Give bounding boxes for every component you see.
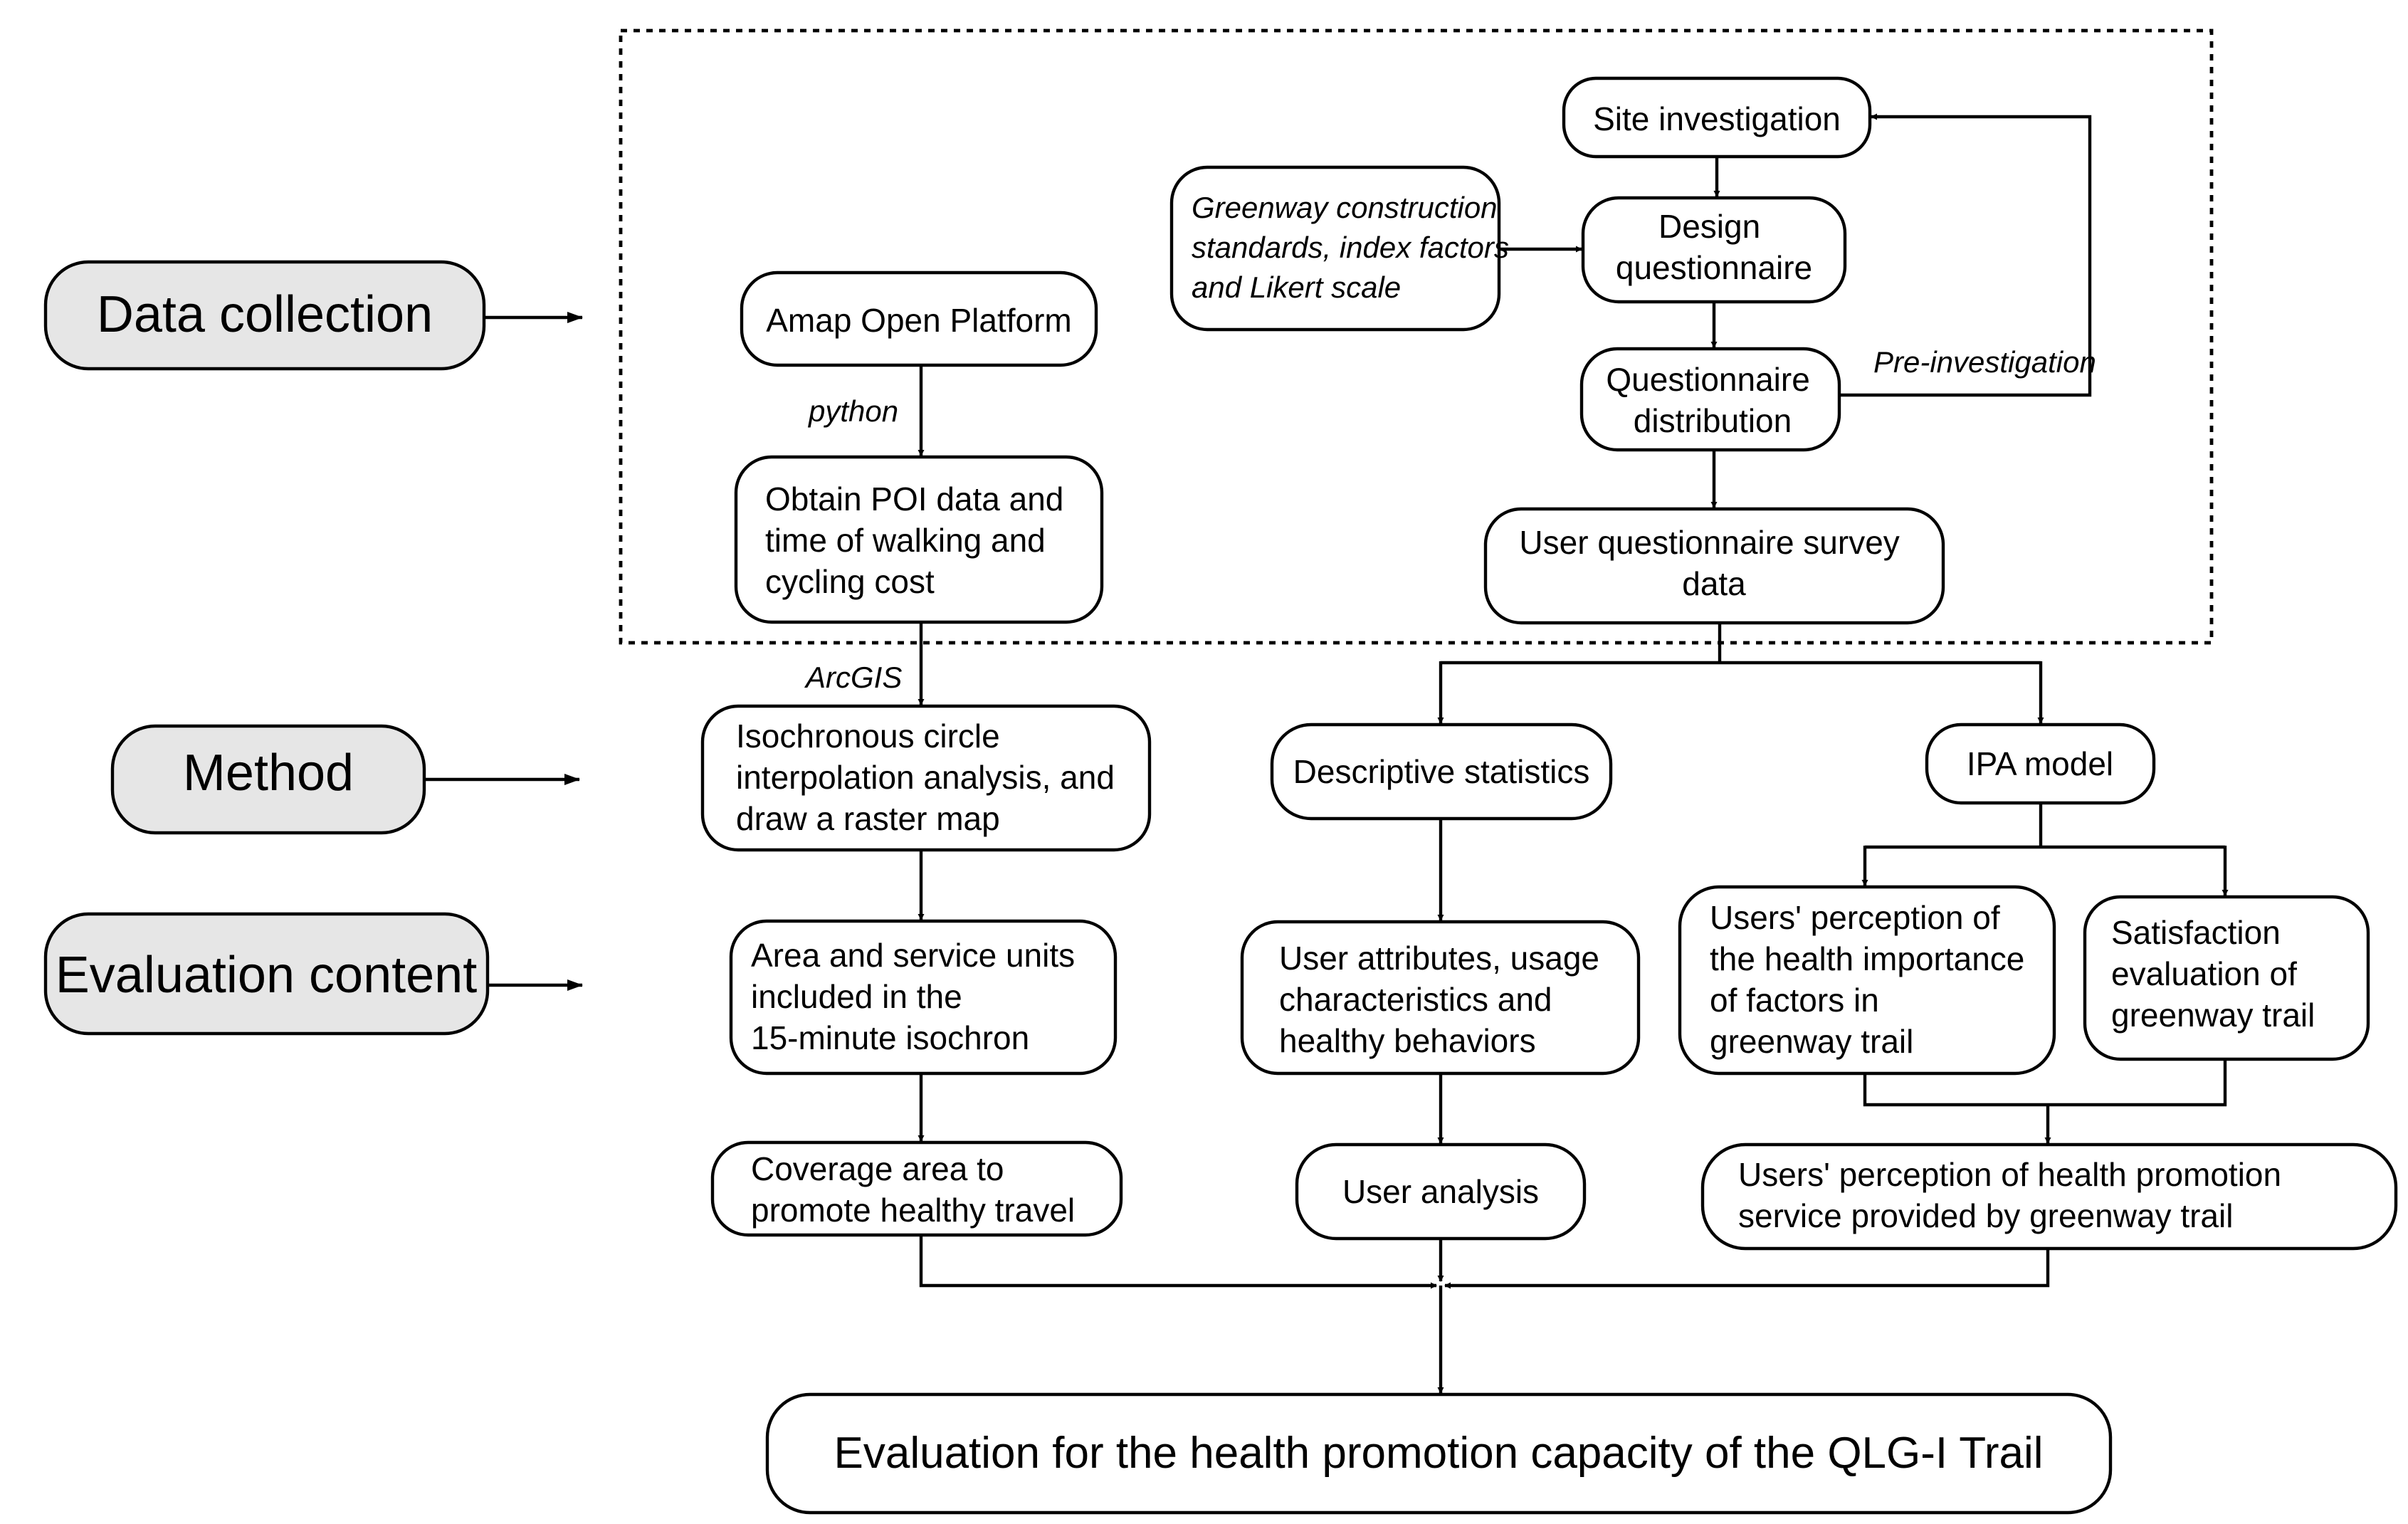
node-greenway-standards-line-1: Greenway construction: [1192, 191, 1498, 224]
node-site-investigation: Site investigation: [1562, 76, 1872, 159]
node-area-service-line-3: 15-minute isochron: [751, 1019, 1029, 1056]
node-descriptive-statistics-line-1: Descriptive statistics: [1293, 753, 1590, 790]
node-user-survey-data-line-1: User questionnaire survey: [1519, 524, 1899, 561]
category-evaluation-content-label: Evaluation content: [56, 947, 477, 1004]
node-isochronous-line-1: Isochronous circle: [736, 718, 1000, 755]
node-design-questionnaire-line-1: Design: [1658, 208, 1760, 245]
edge-coverage-to-junction: [919, 1235, 1437, 1289]
node-obtain-poi-data: Obtain POI data and time of walking and …: [734, 455, 1104, 624]
svg-text:Questionnaire distributi: Questionnaire distribution: [1606, 361, 1819, 439]
edge-label-pre-investigation: Pre-investigation: [1873, 345, 2096, 379]
node-user-analysis-line-1: User analysis: [1342, 1173, 1539, 1210]
edge-pre-investigation-loop: [1839, 113, 2092, 397]
category-evaluation-content: Evaluation content: [43, 912, 490, 1036]
node-final-line-1: Evaluation for the health promotion capa…: [834, 1429, 2043, 1478]
category-method: Method: [110, 724, 426, 835]
node-perception-service-line-2: service provided by greenway trail: [1738, 1197, 2233, 1234]
node-questionnaire-distribution: Questionnaire distribution: [1579, 347, 1841, 452]
svg-text:Users' perception of the: Users' perception of the health importan…: [1710, 899, 2034, 1060]
svg-text:Area and service units i: Area and service units included in the 1…: [751, 937, 1084, 1056]
svg-text:Isochronous circle inter: Isochronous circle interpolation analysi…: [736, 718, 1124, 837]
node-isochronous-line-2: interpolation analysis, and: [736, 759, 1115, 796]
node-design-questionnaire-line-2: questionnaire: [1616, 249, 1812, 286]
node-user-survey-data: User questionnaire survey data: [1483, 507, 1945, 625]
node-site-investigation-line-1: Site investigation: [1593, 100, 1841, 137]
svg-text:Users' perception of health pr: Users' perception of health promotion se…: [1738, 1156, 2291, 1234]
data-collection-region: [619, 28, 2214, 645]
node-ipa-model: IPA model: [1925, 722, 2156, 805]
node-users-perception-importance: Users' perception of the health importan…: [1678, 885, 2056, 1076]
node-perception-importance-line-4: greenway trail: [1710, 1023, 1913, 1060]
node-satisfaction-line-1: Satisfaction: [2111, 914, 2281, 951]
svg-text:Satisfaction evaluation: Satisfaction evaluation of greenway trai…: [2111, 914, 2315, 1034]
node-user-attributes-line-2: characteristics and: [1279, 981, 1552, 1018]
node-ipa-model-line-1: IPA model: [1967, 745, 2113, 782]
node-coverage-line-2: promote healthy travel: [751, 1192, 1075, 1229]
node-area-service-line-1: Area and service units: [751, 937, 1075, 974]
node-area-service-line-2: included in the: [751, 978, 962, 1015]
node-final-evaluation: Evaluation for the health promotion capa…: [765, 1392, 2113, 1515]
node-user-analysis: User analysis: [1295, 1142, 1587, 1241]
category-method-label: Method: [183, 745, 354, 802]
node-questionnaire-distribution-line-1: Questionnaire: [1606, 361, 1809, 398]
node-descriptive-statistics: Descriptive statistics: [1270, 722, 1613, 821]
svg-text:Design questionnaire: Design questionnaire: [1616, 208, 1812, 286]
node-coverage-area: Coverage area to promote healthy travel: [710, 1140, 1123, 1237]
node-greenway-standards: Greenway construction standards, index f…: [1169, 165, 1518, 332]
node-area-service-units: Area and service units included in the 1…: [729, 919, 1118, 1076]
node-users-perception-service: Users' perception of health promotion se…: [1700, 1142, 2398, 1251]
node-perception-importance-line-2: the health importance: [1710, 940, 2024, 977]
node-isochronous-line-3: draw a raster map: [736, 800, 1000, 837]
node-amap-open-platform: Amap Open Platform: [740, 270, 1098, 367]
node-isochronous-circle: Isochronous circle interpolation analysi…: [700, 704, 1152, 852]
edge-label-python: python: [807, 394, 898, 428]
svg-text:Obtain POI data and time: Obtain POI data and time of walking and …: [765, 480, 1073, 600]
node-coverage-line-1: Coverage area to: [751, 1150, 1004, 1187]
node-satisfaction-line-3: greenway trail: [2111, 997, 2315, 1034]
svg-text:Coverage area to promote: Coverage area to promote healthy travel: [751, 1150, 1075, 1229]
node-greenway-standards-line-3: and Likert scale: [1192, 270, 1401, 304]
node-greenway-standards-line-2: standards, index factors: [1192, 231, 1509, 264]
node-perception-importance-line-3: of factors in: [1710, 982, 1879, 1019]
category-data-collection: Data collection: [43, 260, 486, 371]
edge-merge-bar: [1863, 1059, 2227, 1107]
node-obtain-poi-line-3: cycling cost: [765, 563, 935, 600]
edge-label-arcgis: ArcGIS: [804, 661, 902, 694]
node-questionnaire-distribution-line-2: distribution: [1634, 402, 1792, 439]
node-perception-importance-line-1: Users' perception of: [1710, 899, 2000, 936]
svg-text:User questionnaire survey: User questionnaire survey data: [1519, 524, 1908, 602]
node-satisfaction-evaluation: Satisfaction evaluation of greenway trai…: [2083, 895, 2370, 1061]
node-design-questionnaire: Design questionnaire: [1581, 196, 1847, 304]
edge-service-to-junction: [1444, 1249, 2050, 1289]
svg-text:Amap Open Platform: Amap Open Platform: [766, 302, 1072, 339]
node-user-survey-data-line-2: data: [1682, 565, 1746, 602]
node-obtain-poi-line-2: time of walking and: [765, 522, 1046, 559]
node-satisfaction-line-2: evaluation of: [2111, 955, 2297, 992]
node-user-attributes-line-1: User attributes, usage: [1279, 940, 1599, 977]
node-amap-line-1: Amap Open Platform: [766, 302, 1072, 339]
svg-text:Greenway construction st: Greenway construction standards, index f…: [1192, 191, 1518, 304]
category-data-collection-label: Data collection: [97, 286, 433, 343]
node-perception-service-line-1: Users' perception of health promotion: [1738, 1156, 2281, 1193]
node-obtain-poi-line-1: Obtain POI data and: [765, 480, 1063, 517]
node-user-attributes: User attributes, usage characteristics a…: [1240, 920, 1641, 1076]
node-user-attributes-line-3: healthy behaviors: [1279, 1022, 1536, 1059]
svg-text:User attributes, usage c: User attributes, usage characteristics a…: [1279, 940, 1609, 1059]
